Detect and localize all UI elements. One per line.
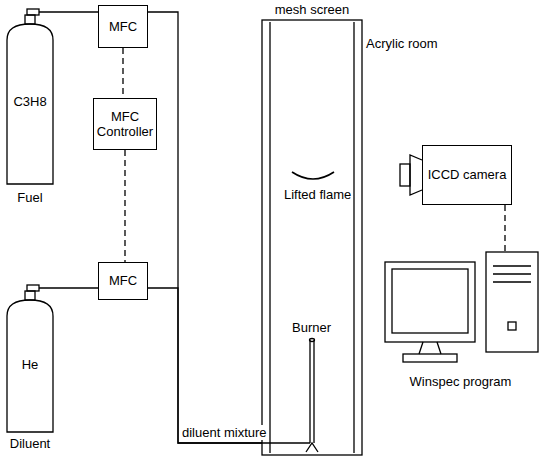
node-text: C3H8 xyxy=(6,94,54,109)
computer-outline xyxy=(383,252,538,370)
gas-line xyxy=(148,288,262,443)
edge-label: diluent mixture xyxy=(181,425,268,440)
diluent-cylinder: HeDiluent xyxy=(6,282,54,457)
fuel-cylinder: C3H8Fuel xyxy=(6,6,54,206)
node-text: MFC xyxy=(100,273,146,288)
cylinder-neck xyxy=(25,291,35,300)
outline-group xyxy=(262,20,362,455)
monitor-base xyxy=(403,354,457,362)
outline-group xyxy=(385,252,538,362)
monitor-frame xyxy=(385,262,475,342)
node-text: Diluent xyxy=(0,436,64,451)
mfc-box: MFC xyxy=(98,5,148,48)
node-text: mesh screen xyxy=(262,2,362,17)
node-text: Acrylic room xyxy=(366,36,466,51)
gas-line xyxy=(39,11,98,12)
cylinder-neck xyxy=(25,15,35,24)
camera-lens-front xyxy=(400,164,410,186)
cylinder-body xyxy=(7,300,53,432)
room-inner-wall xyxy=(269,22,270,453)
gas-line xyxy=(39,287,98,288)
monitor-screen xyxy=(392,269,468,333)
room-outer-wall xyxy=(262,20,362,455)
part-label: Lifted flame xyxy=(284,187,351,202)
controller-box: MFC Controller xyxy=(93,98,157,150)
flame-arc xyxy=(292,172,334,179)
pc-tower xyxy=(486,252,538,352)
camera-box: ICCD camera xyxy=(422,145,512,205)
cylinder-valve xyxy=(27,285,39,291)
monitor-stand xyxy=(419,342,441,354)
drive-bays xyxy=(493,266,531,282)
acrylic-room: mesh screenAcrylic room xyxy=(262,20,362,455)
node-text: ICCD camera xyxy=(424,167,510,182)
mfc-box: MFC xyxy=(98,262,148,300)
node-text: Fuel xyxy=(0,190,62,205)
computer: Winspec program xyxy=(383,252,538,370)
room-inner-wall xyxy=(353,22,354,453)
node-text: He xyxy=(6,357,54,372)
signal-line xyxy=(122,48,123,98)
cylinder-body xyxy=(7,24,53,184)
burner-tube xyxy=(310,340,314,443)
feed-pipe xyxy=(262,442,310,443)
pipe-junction xyxy=(306,443,318,452)
gas-line xyxy=(148,12,262,443)
cylinder-valve xyxy=(27,9,39,15)
signal-line xyxy=(504,205,505,252)
node-text: MFC xyxy=(100,19,146,34)
burner-tip xyxy=(310,339,315,342)
outline-group xyxy=(7,9,53,184)
part-label: Burner xyxy=(292,320,331,335)
camera-lens xyxy=(410,155,422,195)
outline-group xyxy=(7,285,53,432)
node-text: Winspec program xyxy=(383,374,538,389)
acrylic-room-outline xyxy=(262,20,362,455)
node-text: MFC Controller xyxy=(95,109,155,139)
signal-line xyxy=(124,150,125,262)
power-button xyxy=(508,322,516,330)
